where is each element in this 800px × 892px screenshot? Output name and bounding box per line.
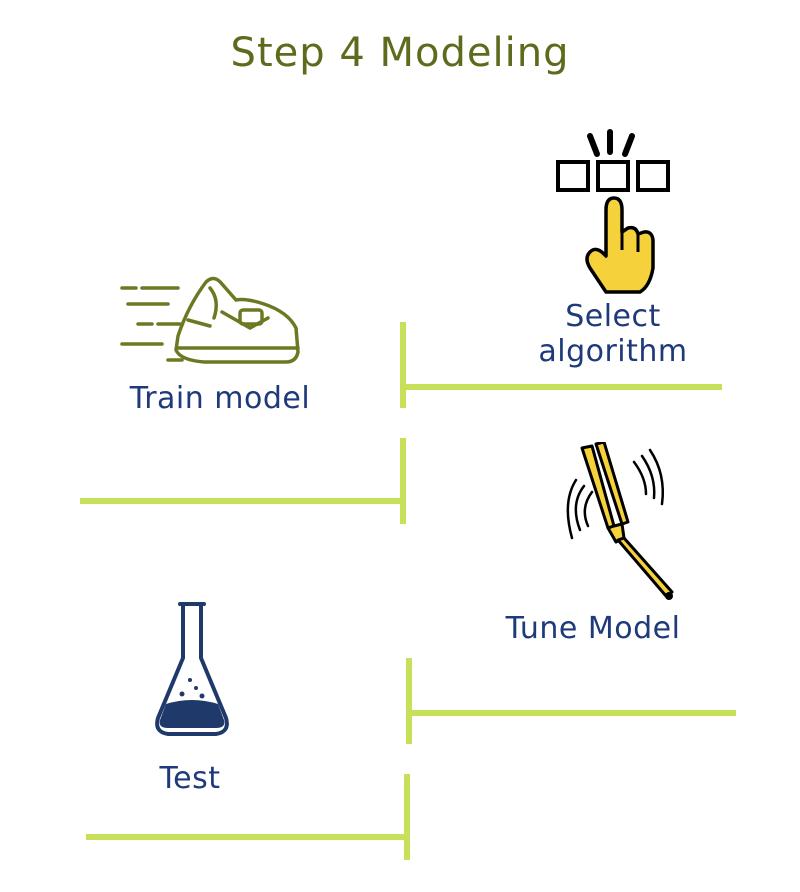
step-label-train-model: Train model xyxy=(129,381,311,416)
connector-vertical-4 xyxy=(404,774,410,860)
connector-horizontal-3 xyxy=(406,710,736,716)
running-shoe-icon xyxy=(118,270,304,370)
connector-vertical-2 xyxy=(400,438,406,524)
step-label-test: Test xyxy=(159,761,221,796)
flask-icon xyxy=(152,600,232,740)
pointing-hand-select-icon xyxy=(552,128,674,296)
step-label-tune-model: Tune Model xyxy=(505,611,681,646)
connector-horizontal-1 xyxy=(400,384,722,390)
connector-horizontal-2 xyxy=(80,498,406,504)
connector-vertical-1 xyxy=(400,322,406,408)
connector-horizontal-4 xyxy=(86,834,410,840)
connector-vertical-3 xyxy=(406,658,412,744)
tuning-fork-icon xyxy=(562,440,674,602)
page-title: Step 4 Modeling xyxy=(230,30,570,76)
step-label-select-algorithm: Select algorithm xyxy=(538,299,688,369)
